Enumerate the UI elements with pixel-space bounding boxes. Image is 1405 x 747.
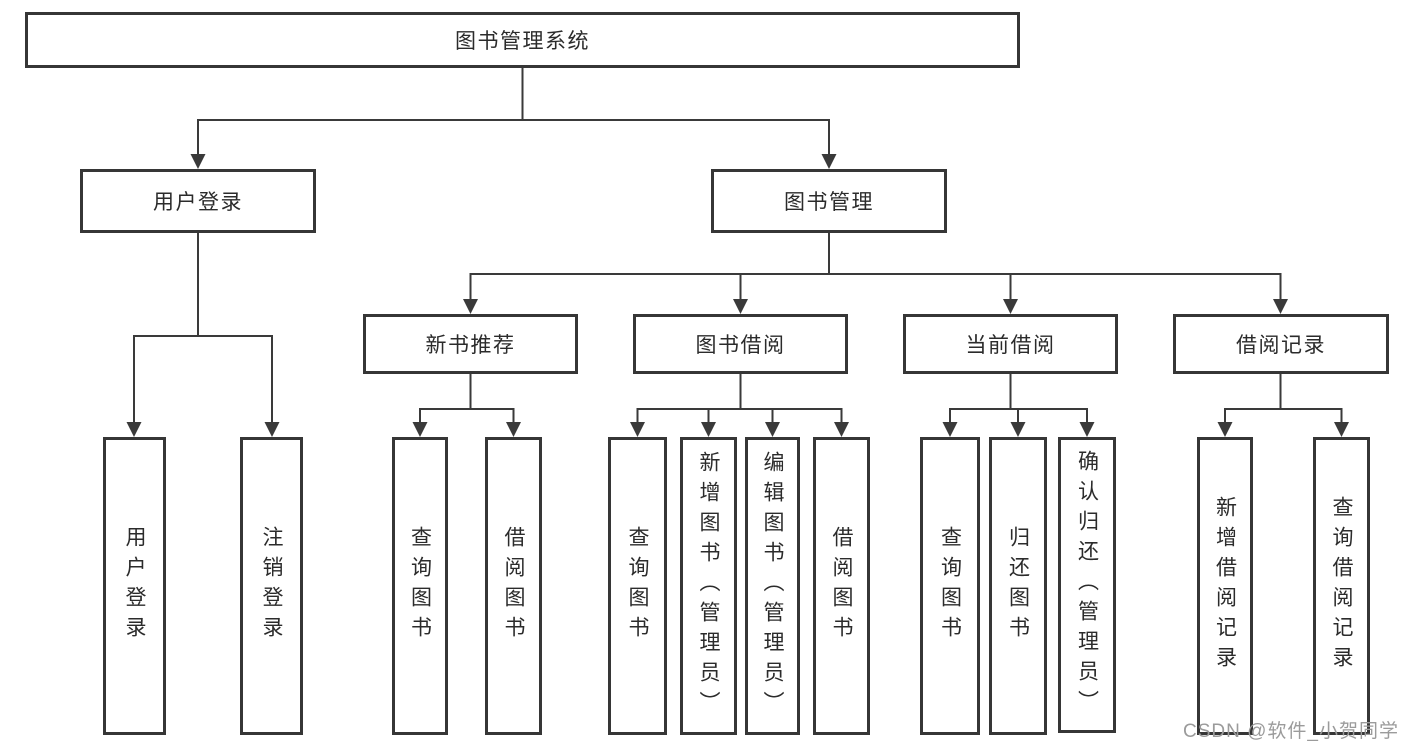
node-label: 图书管理	[784, 191, 874, 214]
node-add-borrow-record: 新增借阅记录	[1197, 437, 1253, 735]
node-label: 用户登录	[123, 526, 146, 646]
node-new-book-recommend: 新书推荐	[363, 314, 578, 374]
node-borrow-records: 借阅记录	[1173, 314, 1389, 374]
node-label: 新增图书（管理员）	[697, 451, 720, 721]
node-add-books-admin: 新增图书（管理员）	[680, 437, 737, 735]
node-label: 查询图书	[938, 526, 962, 646]
node-label: 归还图书	[1006, 526, 1030, 646]
node-query-books-borrow: 查询图书	[608, 437, 667, 735]
node-book-management-system: 图书管理系统	[25, 12, 1020, 68]
node-borrow-books-borrow: 借阅图书	[813, 437, 870, 735]
node-query-borrow-record: 查询借阅记录	[1313, 437, 1370, 735]
node-label: 注销登录	[260, 526, 283, 646]
node-label: 查询借阅记录	[1330, 496, 1353, 676]
node-label: 当前借阅	[965, 334, 1056, 357]
node-label: 新增借阅记录	[1213, 496, 1237, 676]
node-label: 借阅记录	[1236, 334, 1326, 357]
node-label: 图书管理系统	[455, 30, 590, 53]
node-label: 查询图书	[408, 526, 432, 646]
node-query-books-recommend: 查询图书	[392, 437, 448, 735]
node-label: 编辑图书（管理员）	[761, 451, 784, 721]
node-user-login-action: 用户登录	[103, 437, 166, 735]
node-edit-books-admin: 编辑图书（管理员）	[745, 437, 800, 735]
node-label: 图书借阅	[695, 334, 786, 357]
node-borrow-books-recommend: 借阅图书	[485, 437, 542, 735]
node-label: 确认归还（管理员）	[1075, 450, 1099, 720]
node-label: 借阅图书	[502, 526, 525, 646]
node-current-borrow: 当前借阅	[903, 314, 1118, 374]
node-label: 用户登录	[153, 191, 243, 214]
node-book-borrow: 图书借阅	[633, 314, 848, 374]
arrowheads	[126, 154, 1349, 437]
node-return-books: 归还图书	[989, 437, 1047, 735]
node-user-login: 用户登录	[80, 169, 316, 233]
csdn-watermark: CSDN @软件_小贺同学	[1183, 721, 1399, 742]
node-label: 新书推荐	[425, 334, 516, 357]
node-label: 借阅图书	[830, 526, 853, 646]
node-logout-action: 注销登录	[240, 437, 303, 735]
node-label: 查询图书	[626, 526, 649, 646]
node-confirm-return-admin: 确认归还（管理员）	[1058, 437, 1116, 733]
node-book-management: 图书管理	[711, 169, 947, 233]
node-query-books-current: 查询图书	[920, 437, 980, 735]
